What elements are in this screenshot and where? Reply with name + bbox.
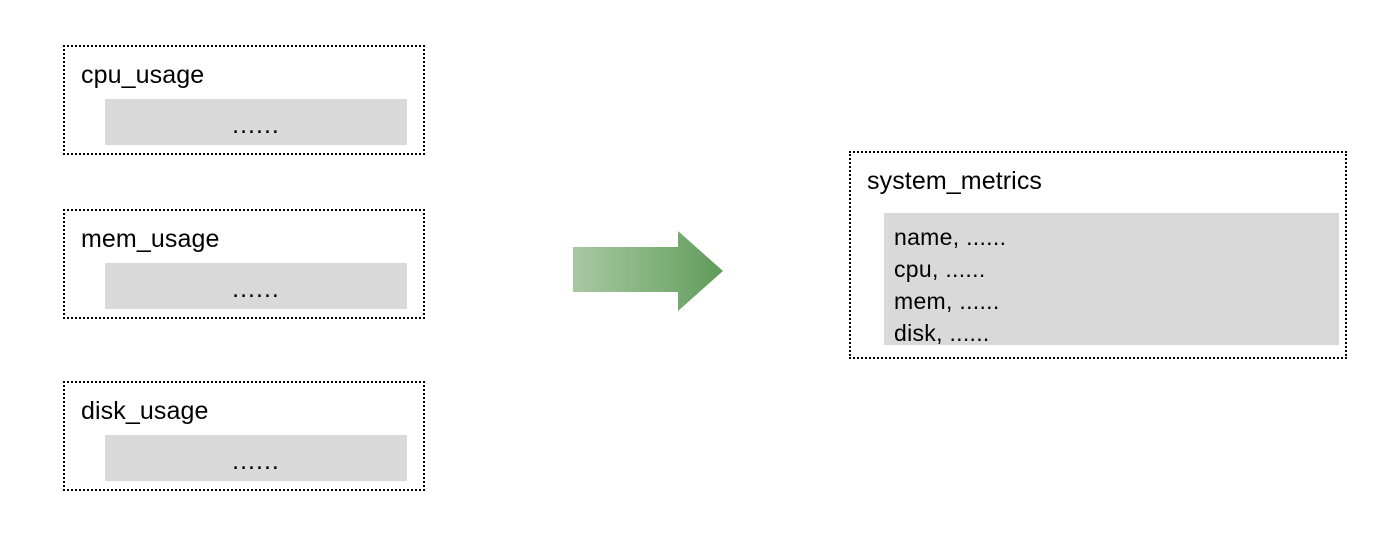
source-node-cpu-usage: cpu_usage ......: [63, 45, 425, 155]
ellipsis-text: ......: [232, 111, 280, 139]
ellipsis-text: ......: [232, 275, 280, 303]
source-node-panel: ......: [105, 263, 407, 309]
merge-arrow: [568, 226, 728, 316]
field-row-name: name, ......: [894, 224, 1007, 250]
target-node-panel: name, ...... cpu, ...... mem, ...... dis…: [884, 213, 1339, 346]
source-node-title: mem_usage: [81, 225, 220, 253]
source-node-mem-usage: mem_usage ......: [63, 209, 425, 319]
source-node-disk-usage: disk_usage ......: [63, 381, 425, 491]
target-node-title: system_metrics: [867, 167, 1043, 195]
source-node-panel: ......: [105, 99, 407, 145]
source-node-title: disk_usage: [81, 397, 209, 425]
field-row-cpu: cpu, ......: [894, 256, 986, 282]
right-arrow-icon: [573, 231, 723, 311]
target-node-field-list: name, ...... cpu, ...... mem, ...... dis…: [894, 221, 1006, 349]
source-node-panel: ......: [105, 435, 407, 481]
field-row-disk: disk, ......: [894, 320, 990, 346]
field-row-mem: mem, ......: [894, 288, 1000, 314]
target-node-system-metrics: system_metrics name, ...... cpu, ...... …: [849, 151, 1347, 359]
ellipsis-text: ......: [232, 447, 280, 475]
source-node-title: cpu_usage: [81, 61, 205, 89]
